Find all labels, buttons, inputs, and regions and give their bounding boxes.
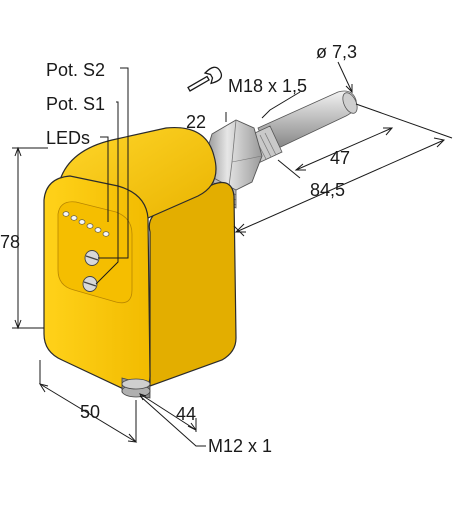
connector-leader bbox=[139, 395, 206, 447]
probe-rod bbox=[257, 90, 357, 154]
m12-connector bbox=[121, 377, 151, 399]
potentiometer-s2 bbox=[84, 250, 100, 266]
led-5 bbox=[94, 227, 102, 233]
pot-s1-label: Pot. S1 bbox=[46, 94, 105, 114]
probe-tip bbox=[342, 92, 358, 114]
depth-dim-line bbox=[139, 393, 197, 431]
leds-leader bbox=[100, 136, 109, 222]
width-label: 50 bbox=[80, 402, 100, 422]
thread-leader bbox=[261, 91, 301, 119]
leader-lines bbox=[95, 67, 129, 285]
connector-label: M12 x 1 bbox=[208, 436, 272, 456]
dimension-lines bbox=[12, 61, 453, 447]
potentiometer-s1 bbox=[82, 276, 98, 292]
led-3 bbox=[78, 219, 86, 225]
labels: Pot. S2 Pot. S1 LEDs ø 7,3 M18 x 1,5 22 … bbox=[0, 42, 357, 456]
height-label: 78 bbox=[0, 232, 20, 252]
led-6 bbox=[102, 231, 110, 237]
led-1 bbox=[62, 211, 70, 217]
wrench-size-label: 22 bbox=[186, 112, 206, 132]
led-4 bbox=[86, 223, 94, 229]
led-row bbox=[62, 211, 110, 237]
led-2 bbox=[70, 215, 78, 221]
leds-label: LEDs bbox=[46, 128, 90, 148]
width-dim-line bbox=[39, 383, 137, 443]
overall-length-dim-line bbox=[235, 139, 445, 233]
depth-label: 44 bbox=[176, 404, 196, 424]
housing-side-face bbox=[148, 181, 237, 387]
pot-s1-leader bbox=[95, 101, 119, 285]
wrench-icon bbox=[187, 66, 223, 92]
diameter-leader bbox=[337, 61, 353, 93]
pot-s2-leader bbox=[98, 67, 129, 259]
probe-diameter-label: ø 7,3 bbox=[316, 42, 357, 62]
probe-length-dim-line bbox=[295, 127, 393, 171]
sensor-housing bbox=[43, 126, 237, 399]
probe-length-label: 47 bbox=[330, 148, 350, 168]
overall-length-label: 84,5 bbox=[310, 180, 345, 200]
pot-s2-label: Pot. S2 bbox=[46, 60, 105, 80]
thread-label: M18 x 1,5 bbox=[228, 76, 307, 96]
